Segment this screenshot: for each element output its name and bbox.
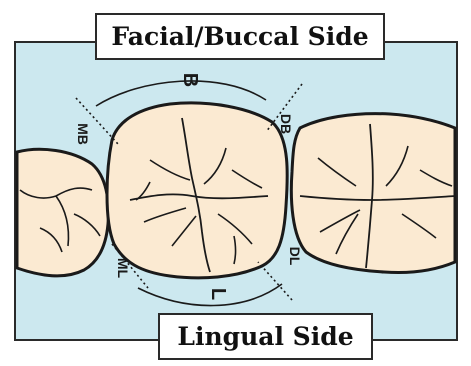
mb-label: MB — [75, 123, 91, 145]
dl-label: DL — [287, 247, 303, 266]
left-tooth — [17, 149, 108, 276]
right-tooth — [291, 114, 455, 273]
db-label: DB — [278, 114, 294, 134]
b-label: B — [179, 73, 201, 87]
l-label: L — [207, 288, 229, 300]
ml-label: ML — [115, 258, 131, 279]
lingual-side-label: Lingual Side — [158, 313, 373, 360]
center-tooth — [107, 103, 287, 278]
facial-buccal-side-label: Facial/Buccal Side — [95, 13, 385, 60]
